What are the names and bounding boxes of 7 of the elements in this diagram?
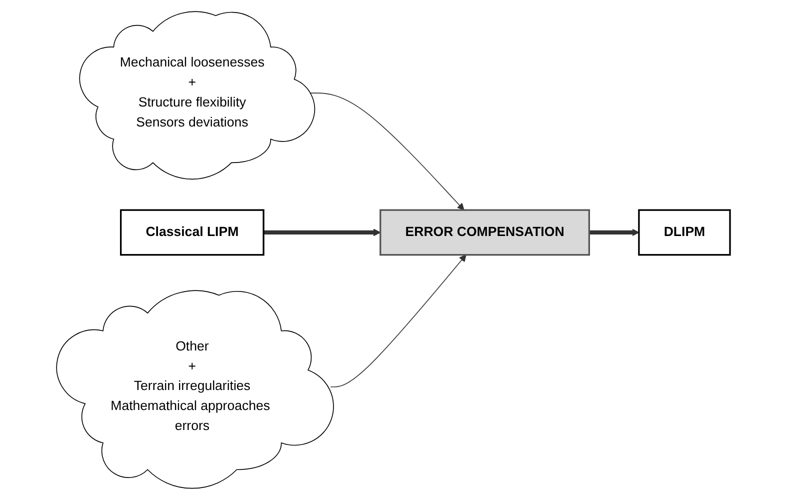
arrow [588, 228, 639, 236]
arrow [263, 228, 380, 236]
node-box: ERROR COMPENSATION [379, 209, 590, 256]
arrow [330, 254, 466, 388]
node-box: DLIPM [638, 209, 730, 256]
arrow [308, 92, 464, 210]
node-box: Classical LIPM [120, 209, 264, 256]
